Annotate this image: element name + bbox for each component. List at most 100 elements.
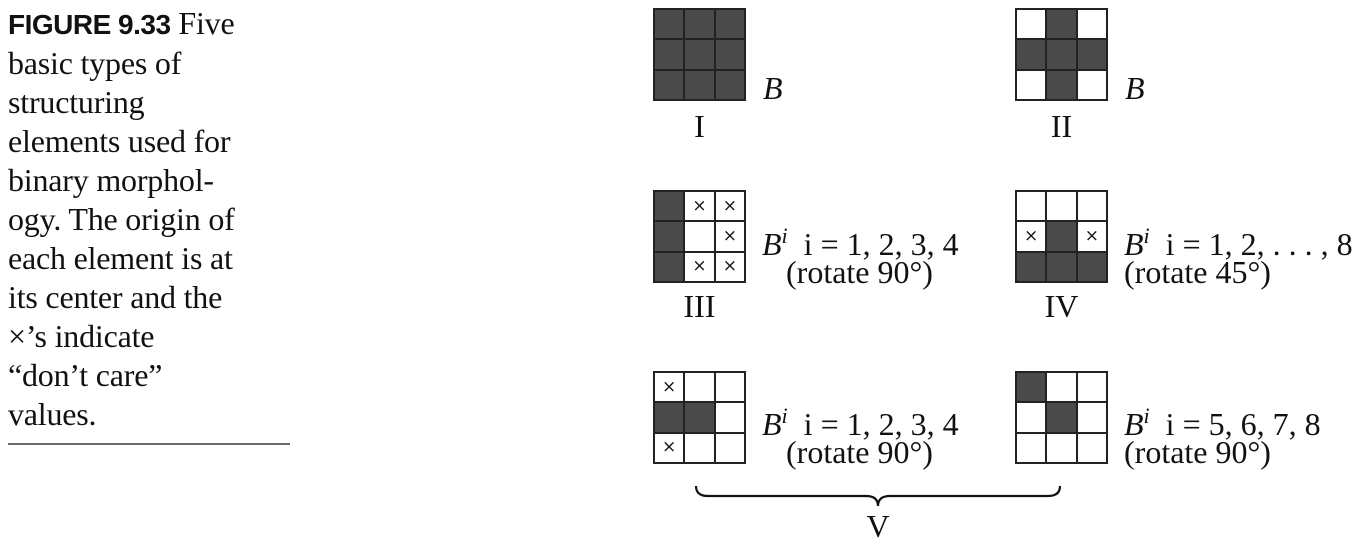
cell-foreground	[1016, 372, 1047, 403]
cell-background	[1016, 402, 1047, 433]
cell-foreground	[1046, 402, 1077, 433]
cell-background	[1016, 191, 1047, 222]
caption-line-2: structuring	[8, 84, 145, 120]
dont-care-mark: ×	[1084, 225, 1099, 246]
superscript: i	[781, 223, 788, 248]
cell-foreground	[654, 221, 685, 252]
symbol-letter: B	[763, 70, 783, 106]
index-range: i = 1, 2, 3, 4	[803, 406, 959, 442]
cell-foreground	[1016, 39, 1047, 70]
cell-background	[1016, 432, 1047, 463]
cell-background	[1016, 69, 1047, 100]
structuring-element-grid: × × × × ×	[653, 190, 746, 283]
cell-background	[714, 372, 745, 403]
cell-foreground	[654, 191, 685, 222]
cell-dont-care: ×	[714, 221, 745, 252]
cell-background	[1076, 372, 1107, 403]
index-range: i = 1, 2, 3, 4	[803, 226, 959, 262]
cell-background	[1076, 432, 1107, 463]
cell-foreground	[654, 402, 685, 433]
caption-line-7: its center and the	[8, 279, 223, 315]
cell-foreground	[1076, 39, 1107, 70]
cell-foreground	[654, 39, 685, 70]
dont-care-mark: ×	[662, 437, 677, 458]
element-symbol: B	[763, 70, 783, 106]
cell-foreground	[1076, 251, 1107, 282]
caption-line-8: ×’s indicate	[8, 318, 155, 354]
superscript: i	[1143, 403, 1150, 428]
cell-foreground	[1046, 9, 1077, 40]
rotation-note: (rotate 45°)	[1124, 254, 1271, 290]
cell-foreground	[1016, 251, 1047, 282]
cell-background	[1046, 191, 1077, 222]
cell-dont-care: ×	[684, 191, 715, 222]
caption-line-10: values.	[8, 396, 97, 432]
brace-path	[694, 485, 1062, 507]
symbol-letter: B	[762, 406, 782, 442]
cell-foreground	[654, 9, 685, 40]
figure-caption: FIGURE 9.33 Five basic types of structur…	[8, 4, 290, 434]
cell-background	[1016, 9, 1047, 40]
symbol-letter: B	[1125, 70, 1145, 106]
cell-foreground	[654, 251, 685, 282]
caption-line-0: Five	[170, 5, 235, 41]
element-formula: Bi i = 1, 2, . . . , 8	[1124, 218, 1353, 262]
cell-dont-care: ×	[684, 251, 715, 282]
cell-foreground	[684, 69, 715, 100]
cell-background	[714, 402, 745, 433]
element-roman-label: III	[683, 288, 716, 324]
dont-care-mark: ×	[1024, 225, 1039, 246]
cell-background	[684, 221, 715, 252]
cell-dont-care: ×	[1016, 221, 1047, 252]
cell-background	[684, 432, 715, 463]
element-formula: Bi i = 1, 2, 3, 4	[762, 398, 959, 442]
index-range: i = 5, 6, 7, 8	[1165, 406, 1321, 442]
cell-foreground	[1046, 221, 1077, 252]
structuring-element-grid	[1015, 8, 1108, 101]
caption-line-5: ogy. The origin of	[8, 201, 235, 237]
cell-dont-care: ×	[654, 432, 685, 463]
dont-care-mark: ×	[722, 225, 737, 246]
dont-care-mark: ×	[692, 195, 707, 216]
superscript: i	[781, 403, 788, 428]
cell-background	[1046, 432, 1077, 463]
cell-dont-care: ×	[1076, 221, 1107, 252]
cell-background	[1076, 191, 1107, 222]
caption-line-3: elements used for	[8, 123, 231, 159]
structuring-element-grid: ××	[1015, 190, 1108, 283]
structuring-element-grid	[1015, 371, 1108, 464]
cell-dont-care: ×	[654, 372, 685, 403]
cell-background	[684, 372, 715, 403]
rotation-note: (rotate 90°)	[786, 434, 933, 470]
cell-background	[714, 432, 745, 463]
element-roman-label: II	[1050, 108, 1073, 144]
structuring-element-grid: ××	[653, 371, 746, 464]
element-roman-label: IV	[1044, 288, 1079, 324]
cell-background	[1076, 9, 1107, 40]
element-formula: Bi i = 1, 2, 3, 4	[762, 218, 959, 262]
structuring-element-grid	[653, 8, 746, 101]
symbol-letter: B	[1124, 406, 1144, 442]
element-symbol: B	[1125, 70, 1145, 106]
figure-label: FIGURE 9.33	[8, 9, 171, 40]
cell-foreground	[714, 39, 745, 70]
dont-care-mark: ×	[662, 376, 677, 397]
index-range: i = 1, 2, . . . , 8	[1165, 226, 1353, 262]
group-roman-label: V	[866, 508, 890, 544]
cell-foreground	[1046, 251, 1077, 282]
cell-foreground	[1046, 39, 1077, 70]
rotation-note: (rotate 90°)	[1124, 434, 1271, 470]
cell-foreground	[1046, 69, 1077, 100]
caption-line-4: binary morphol-	[8, 162, 214, 198]
caption-line-6: each element is at	[8, 240, 233, 276]
element-roman-label: I	[694, 108, 705, 144]
superscript: i	[1143, 223, 1150, 248]
element-formula: Bi i = 5, 6, 7, 8	[1124, 398, 1321, 442]
caption-line-9: “don’t care”	[8, 357, 163, 393]
dont-care-mark: ×	[692, 256, 707, 277]
dont-care-mark: ×	[722, 256, 737, 277]
cell-dont-care: ×	[714, 191, 745, 222]
cell-dont-care: ×	[714, 251, 745, 282]
cell-background	[1076, 69, 1107, 100]
cell-foreground	[714, 9, 745, 40]
